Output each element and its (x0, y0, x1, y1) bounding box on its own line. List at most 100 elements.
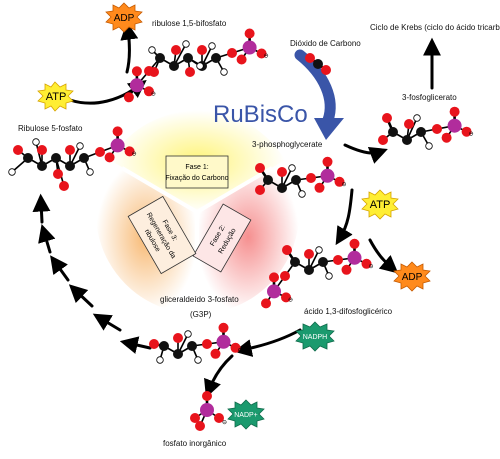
carbon-atom (51, 153, 61, 163)
carbon-atom (169, 61, 179, 71)
hydrogen-atom (288, 164, 296, 172)
oxygen-atom (171, 45, 181, 55)
oxygen-atom (65, 145, 75, 155)
oxygen-atom (131, 66, 142, 77)
carbon-atom (290, 257, 300, 267)
hydrogen-atom (156, 356, 164, 364)
carbon-atom (318, 257, 328, 267)
hydrogen-atom (184, 330, 192, 338)
oxygen-atom (256, 48, 267, 59)
label-3-phosphoglycerate-en: 3-phosphoglycerate (252, 140, 323, 149)
oxygen-atom (382, 113, 392, 123)
oxygen-atom (112, 126, 123, 137)
phosphorus-atom (110, 138, 125, 153)
oxygen-atom (269, 272, 279, 283)
hydrogen-atom (413, 114, 421, 122)
hydrogen-atom (325, 272, 333, 280)
nadph-burst: NADPH (295, 321, 335, 352)
negative-charge: ⊖ (369, 264, 374, 270)
hydrogen-atom (76, 142, 84, 150)
oxygen-atom (334, 176, 345, 187)
hydrogen-atom (220, 68, 228, 76)
oxygen-atom (333, 255, 343, 265)
phase1-box: Fase 1: Fixação do Carbono (165, 155, 229, 189)
hydrogen-atom (315, 246, 323, 254)
carbon-atom (277, 183, 287, 193)
reaction-arrows (68, 21, 441, 398)
regeneration-arrows (32, 193, 152, 354)
molecule-3-phosphoglycerate: ⊖ (378, 106, 474, 150)
atp-burst-top: ATP (37, 81, 74, 112)
oxygen-atom (378, 135, 388, 145)
atp-burst-right: ATP (361, 189, 399, 220)
carbon-atom (37, 161, 47, 171)
molecule-inorganic-phosphate: ⊖ (190, 391, 227, 431)
hydrogen-atom (194, 356, 202, 364)
hydrogen-atom (208, 42, 216, 50)
oxygen-atom (230, 342, 241, 353)
oxygen-atom (281, 292, 291, 303)
oxygen-atom (227, 48, 237, 58)
negative-charge: ⊖ (469, 132, 474, 138)
molecule-g3p: ⊖ (149, 322, 243, 364)
oxygen-atom (244, 28, 255, 39)
atp-label-right: ATP (370, 199, 391, 211)
carbon-atom (416, 127, 426, 137)
hydrogen-atom (148, 46, 156, 54)
molecule-ribulose-5-phosphate: ⊖ (8, 126, 137, 191)
oxygen-atom (349, 238, 360, 249)
nadph-label: NADPH (303, 334, 328, 341)
oxygen-atom (95, 147, 105, 157)
oxygen-atom (195, 421, 205, 431)
label-ribulose-bisphosphate: ribulose 1,5-bifosfato (152, 19, 227, 28)
oxygen-atom (314, 182, 325, 193)
oxygen-atom (280, 271, 290, 281)
carbon-atom (183, 53, 193, 63)
phosphorus-atom (216, 334, 231, 349)
negative-charge: ⊖ (132, 151, 137, 157)
molecule-bisphosphoglycerate: ⊖⊖ (261, 238, 374, 309)
negative-charge: ⊖ (264, 54, 269, 60)
oxygen-atom (322, 156, 333, 167)
carbon-atom (388, 127, 398, 137)
adp-burst-top: ADP (105, 2, 143, 33)
label-g3p-name: gliceraldeído 3-fosfato (160, 295, 239, 304)
phosphorus-atom (129, 78, 144, 93)
label-g3p-abbr: (G3P) (190, 310, 212, 319)
oxygen-atom (185, 67, 195, 77)
arrow-to-bpg (335, 188, 354, 246)
carbon-atom (23, 153, 33, 163)
molecule-3-phosphoglycerate-center: ⊖ (255, 156, 347, 198)
label-co2: Dióxido de Carbono (290, 39, 361, 48)
carbon-atom (65, 161, 75, 171)
oxygen-atom (124, 146, 135, 157)
negative-charge: ⊖ (288, 297, 293, 303)
nadp-label: NADP+ (234, 412, 258, 419)
adp-label-top: ADP (114, 13, 135, 24)
negative-charge: ⊖ (238, 348, 243, 354)
carbon-atom (155, 53, 165, 63)
phase1-title: Fase 1: (185, 164, 208, 171)
arrow-to-3pg (343, 143, 388, 164)
oxygen-atom (123, 92, 134, 103)
oxygen-atom (261, 298, 271, 309)
label-ribulose-5-phosphate: Ribulose 5-fosfato (18, 124, 83, 133)
hydrogen-atom (182, 40, 190, 48)
arrow-to-g3p (233, 328, 302, 357)
oxygen-atom (214, 413, 224, 423)
oxygen-atom (341, 264, 352, 275)
negative-charge: ⊖ (151, 91, 156, 97)
carbon-atom (211, 53, 221, 63)
carbon-atom (291, 175, 301, 185)
oxygen-atom (449, 106, 460, 117)
oxygen-atom (277, 167, 287, 177)
oxygen-atom (282, 245, 292, 255)
phase1-name: Fixação do Carbono (165, 175, 228, 182)
oxygen-atom (149, 339, 159, 349)
oxygen-atom (218, 322, 229, 333)
oxygen-atom (190, 413, 200, 423)
carbon-atom (173, 349, 183, 359)
oxygen-atom (305, 53, 315, 63)
